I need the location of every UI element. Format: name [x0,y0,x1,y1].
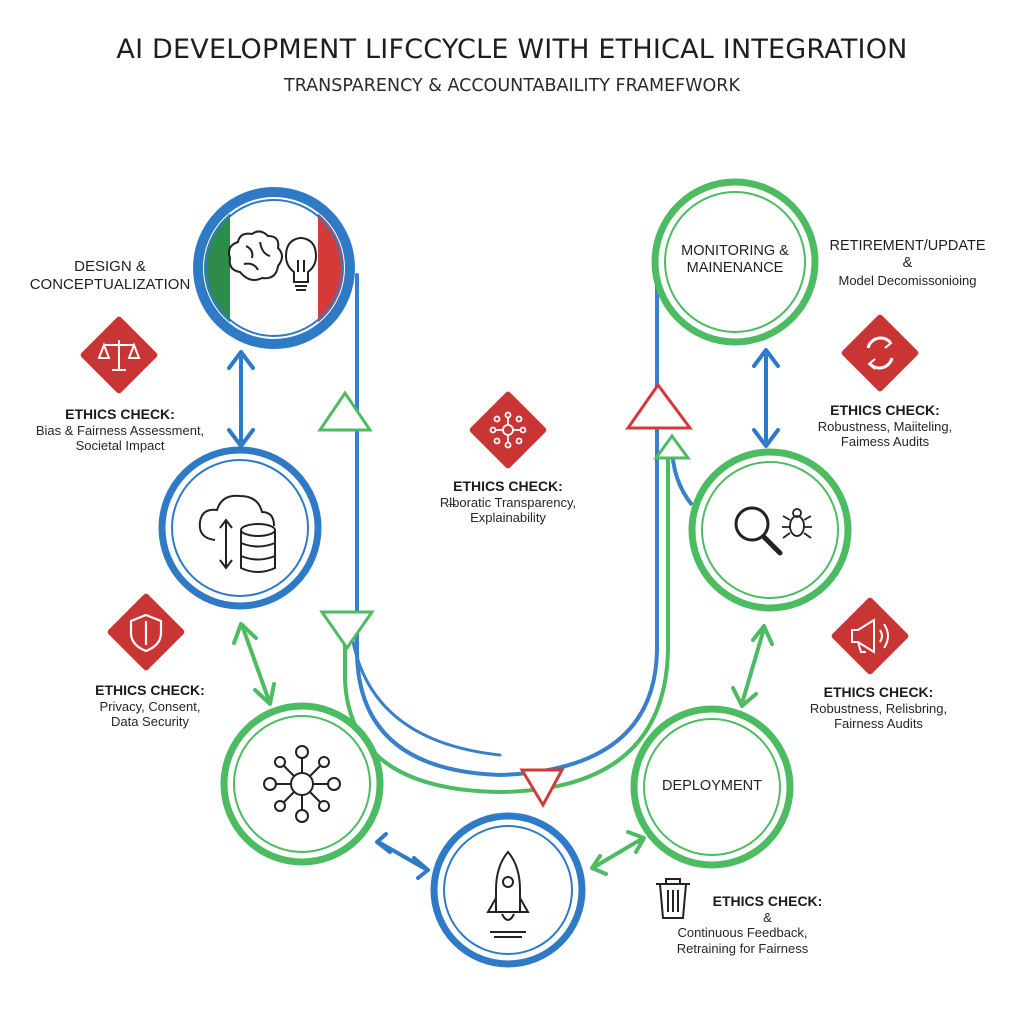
stage-label-retirement: RETIREMENT/UPDATE & Model Decomissonioin… [820,238,995,288]
retirement-label-line2: & [902,255,913,272]
rocket-icon [486,850,530,938]
double-arrow-modeling-launch [375,832,430,880]
shield-icon [129,613,163,653]
ethics-check-center-line2: Explainability [470,510,546,526]
ethics-check-feedback-line1: Continuous Feedback, [677,925,808,941]
blue-flow-path-inner [355,273,659,778]
ethics-badges [80,314,919,675]
ethics-check-center-line1: Rl̶boratic Transparency, [439,494,577,510]
ethics-check-monitoring: ETHICS CHECK: Robustness, Maiiteling, Fa… [800,402,970,450]
ethics-check-data-line1: Privacy, Consent, [99,698,201,714]
monitoring-label-line1: MONITORING & [681,243,789,259]
ethics-check-design-title: ETHICS CHECK: [65,406,175,422]
network-badge [469,391,547,469]
ethics-check-data-line2: Data Security [110,714,190,730]
central-flow-paths [343,273,670,795]
green-hook-arrow [653,433,691,460]
stage-circle-design[interactable] [193,187,355,349]
central-outline-arrows [317,382,694,809]
red-up-arrow [625,382,693,430]
ethics-check-deployment-line2: Fairness Audits [834,716,923,732]
ethics-check-deployment-line1: Robustness, Relisbring, [809,700,948,716]
stage-label-deployment: DEPLOYMENT [662,778,762,794]
ethics-check-data: ETHICS CHECK: Privacy, Consent, Data Sec… [60,682,240,730]
ethics-check-feedback-line2: Retraining for Fairness [676,940,809,956]
connector-arrows [227,348,780,880]
ethics-check-monitoring-line2: Faimess Audits [840,434,930,450]
blue-flow-path-outer [348,618,502,757]
stage-label-monitoring: MONITORING & MAINENANCE [665,243,805,278]
ethics-check-feedback-title: ETHICS CHECK: [712,893,823,909]
brain-icon [228,230,283,281]
double-arrow-data-modeling [232,622,276,706]
diagram-subtitle: TRANSPARENCY & ACCOUNTABAILITY FRAMEFWOR… [284,76,740,96]
stage-circle-monitoring[interactable] [651,178,819,346]
stage-circle-data[interactable] [158,446,322,610]
retirement-label-line1: RETIREMENT/UPDATE [829,238,986,254]
monitoring-label-line2: MAINENANCE [686,260,784,277]
red-down-arrow [519,768,565,809]
ethics-check-deployment: ETHICS CHECK: Robustness, Relisbring, Fa… [786,684,971,732]
ethics-check-center: ETHICS CHECK: Rl̶boratic Transparency, E… [408,478,608,526]
ethics-check-feedback-amp: & [763,909,772,925]
ethics-check-feedback: ETHICS CHECK: & Continuous Feedback, Ret… [650,893,835,957]
diagram-title: AI DEVELOPMENT LIFCCYCLE WITH ETHICAL IN… [116,34,908,65]
refresh-badge [841,314,919,392]
ethics-check-design-line1: Bias & Fairness Assessment, [35,422,205,438]
stage-circles [158,178,852,968]
ethics-check-data-title: ETHICS CHECK: [95,682,205,698]
bug-icon [782,508,812,539]
double-arrow-testing-monitoring [752,348,780,448]
design-label-line1: DESIGN & [74,258,146,275]
ethics-check-design-line2: Societal Impact [75,438,165,454]
scales-icon [97,340,141,371]
trash-icon [656,878,690,919]
double-arrow-launch-deployment [590,830,646,876]
magnifier-icon [734,506,783,556]
ethics-check-center-title: ETHICS CHECK: [453,478,563,494]
design-label-line2: CONCEPTUALIZATION [29,276,191,293]
ethics-check-deployment-title: ETHICS CHECK: [823,684,934,700]
double-arrow-deployment-testing [731,624,774,708]
stage-label-design: DESIGN & CONCEPTUALIZATION [20,258,200,294]
double-arrow-design-data [227,350,255,448]
network-hub-icon [263,745,341,823]
refresh-icon [866,336,894,370]
stage-circle-deployment[interactable] [630,705,794,869]
lightbulb-icon [284,237,318,291]
cloud-database-icon [198,494,276,573]
ethics-check-monitoring-title: ETHICS CHECK: [830,402,940,418]
green-up-arrow [317,390,373,432]
green-down-arrow [319,610,375,651]
megaphone-badge [831,597,909,675]
ethics-check-design: ETHICS CHECK: Bias & Fairness Assessment… [30,406,210,454]
stage-circle-modeling[interactable] [220,702,384,866]
retirement-label-line3: Model Decomissonioing [838,272,977,288]
network-small-icon [489,411,527,449]
stage-circle-testing[interactable] [688,448,852,612]
ethics-check-monitoring-line1: Robustness, Maiiteling, [817,418,953,434]
stage-circle-launch[interactable] [430,812,586,968]
megaphone-icon [851,618,889,654]
